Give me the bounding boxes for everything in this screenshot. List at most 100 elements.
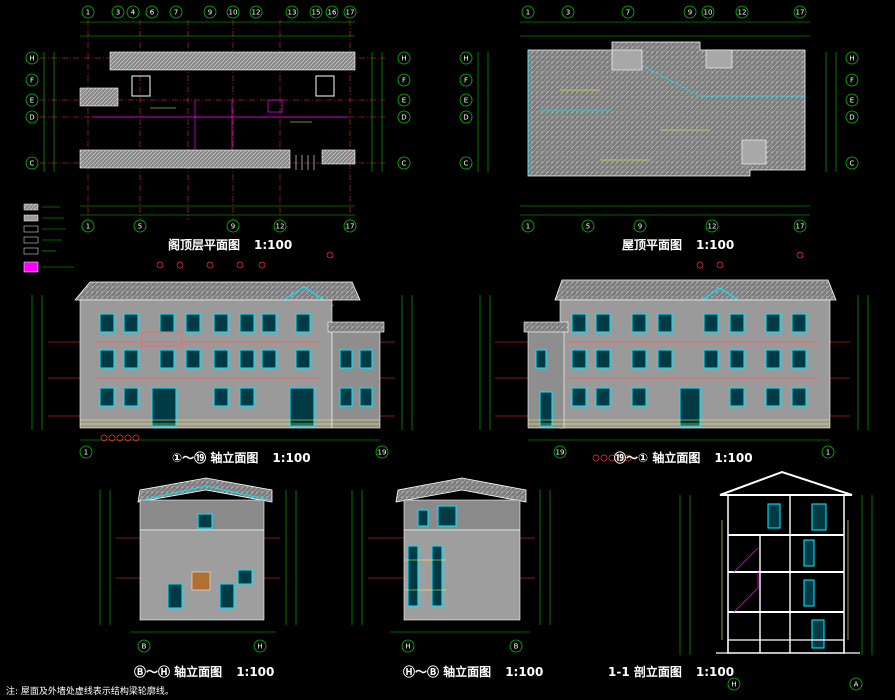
attic-floor-plan — [23, 20, 385, 273]
elev4-axis-left-bubble — [401, 639, 415, 653]
attic-axis-bottom-5-bubble — [133, 219, 147, 233]
roof-plan-dimension-lines — [477, 21, 837, 216]
attic-axis-left-E-label: E — [30, 97, 34, 105]
elev4-axis-left-label: H — [405, 643, 410, 651]
elevation-1-19-title-text: ①～⑲ 轴立面图 — [172, 451, 259, 465]
elev2-axis-left-label: 19 — [556, 449, 565, 457]
roof-axis-top-10-label: 10 — [704, 9, 713, 17]
roof-axis-top-17-bubble — [793, 5, 807, 19]
section-axis-left-bubble — [727, 677, 741, 691]
attic-room-2 — [315, 75, 335, 97]
roof-axis-top-12-label: 12 — [738, 9, 747, 17]
section-axis-right-bubble — [849, 677, 863, 691]
attic-plan-scale: 1:100 — [254, 238, 293, 252]
attic-axis-right-F-bubble — [397, 73, 411, 87]
attic-axis-top-6-bubble — [145, 5, 159, 19]
roof-plan-outline — [527, 41, 806, 177]
roof-axis-left-E-bubble — [459, 93, 473, 107]
attic-axis-left-F-label: F — [30, 77, 34, 85]
elev1-roof — [74, 281, 361, 301]
elev3-axis-right-bubble — [253, 639, 267, 653]
roof-axis-right-C-bubble — [845, 156, 859, 170]
attic-axis-top-9-label: 9 — [208, 9, 212, 17]
elev3-axis-left-label: B — [142, 643, 147, 651]
elev1-material-tags — [100, 251, 334, 442]
elevation-h-b — [351, 477, 551, 633]
section-1-1-scale: 1:100 — [695, 665, 735, 679]
attic-axis-right-D-label: D — [401, 114, 406, 122]
attic-axis-left-F-bubble — [25, 73, 39, 87]
section-roof — [719, 470, 853, 496]
attic-axis-bottom-12-label: 12 — [276, 223, 285, 231]
elev2-base-lines — [528, 419, 830, 425]
attic-axis-bottom-1-bubble — [81, 219, 95, 233]
attic-axis-top-12-label: 12 — [252, 9, 261, 17]
elev1-axis-right-bubble — [375, 445, 389, 459]
elev3-dimension-lines — [99, 490, 297, 633]
elev3-roof — [137, 477, 273, 503]
roof-dormers — [611, 49, 767, 165]
roof-plan-scale: 1:100 — [696, 238, 735, 252]
attic-axis-top-1-bubble — [81, 5, 95, 19]
section-outline — [727, 494, 845, 654]
roof-axis-right-H-label: H — [849, 55, 854, 63]
attic-axis-top-1-label: 1 — [86, 9, 90, 17]
elev1-axis-left-bubble — [79, 445, 93, 459]
attic-axis-left-D-label: D — [29, 114, 34, 122]
attic-wall-top — [109, 51, 356, 71]
elev3-gable-trim — [141, 485, 271, 501]
attic-interior-yellow — [150, 107, 312, 123]
attic-axis-top-16-bubble — [325, 5, 339, 19]
roof-axis-bottom-12-label: 12 — [708, 223, 717, 231]
elev2-dimension-lines — [479, 295, 869, 441]
attic-plan-axis-lines — [40, 20, 385, 220]
attic-axis-top-17-bubble — [343, 5, 357, 19]
attic-axis-bottom-17-bubble — [343, 219, 357, 233]
attic-axis-top-16-label: 16 — [328, 9, 337, 17]
attic-axis-top-6-label: 6 — [150, 9, 155, 17]
roof-axis-bottom-17-label: 17 — [796, 223, 805, 231]
elev2-axis-right-bubble — [821, 445, 835, 459]
roof-axis-right-C-label: C — [850, 160, 855, 168]
attic-axis-right-H-label: H — [401, 55, 406, 63]
attic-axis-top-15-label: 15 — [312, 9, 321, 17]
elev1-windows — [99, 313, 373, 427]
roof-axis-right-H-bubble — [845, 51, 859, 65]
elev2-windows — [535, 313, 807, 427]
section-openings — [767, 503, 827, 649]
elevation-1-19-title: ①～⑲ 轴立面图 1:100 — [172, 449, 311, 466]
attic-axis-left-H-bubble — [25, 51, 39, 65]
roof-axis-right-E-bubble — [845, 93, 859, 107]
attic-axis-left-C-bubble — [25, 156, 39, 170]
roof-axis-right-E-label: E — [850, 97, 854, 105]
attic-axis-bottom-12-bubble — [273, 219, 287, 233]
attic-axis-top-15-bubble — [309, 5, 323, 19]
elev3-windows — [167, 513, 253, 609]
attic-axis-top-3-bubble — [111, 5, 125, 19]
elev4-windows — [407, 505, 457, 607]
elevation-1-19 — [31, 251, 413, 442]
roof-axis-bottom-12-bubble — [705, 219, 719, 233]
attic-axis-top-13-label: 13 — [288, 9, 297, 17]
elev2-roof — [554, 279, 837, 301]
elev2-material-tags — [592, 251, 804, 462]
roof-axis-top-9-label: 9 — [688, 9, 692, 17]
elev1-base-lines — [80, 419, 380, 425]
roof-axis-bottom-9-bubble — [633, 219, 647, 233]
roof-axis-top-1-bubble — [521, 5, 535, 19]
roof-axis-left-H-bubble — [459, 51, 473, 65]
roof-axis-right-F-label: F — [850, 77, 854, 85]
elev2-axis-left-bubble — [553, 445, 567, 459]
roof-axis-top-3-label: 3 — [566, 9, 570, 17]
roof-axis-left-D-bubble — [459, 110, 473, 124]
section-1-1-title-text: 1-1 剖立面图 — [608, 665, 682, 679]
section-1-1-title: 1-1 剖立面图 1:100 — [608, 663, 734, 680]
elev3-axis-left-bubble — [137, 639, 151, 653]
elev4-axis-right-label: B — [514, 643, 519, 651]
attic-plan-legend — [23, 203, 74, 273]
attic-axis-right-H-bubble — [397, 51, 411, 65]
elevation-1-19-scale: 1:100 — [272, 451, 311, 465]
roof-axis-left-C-label: C — [464, 160, 469, 168]
